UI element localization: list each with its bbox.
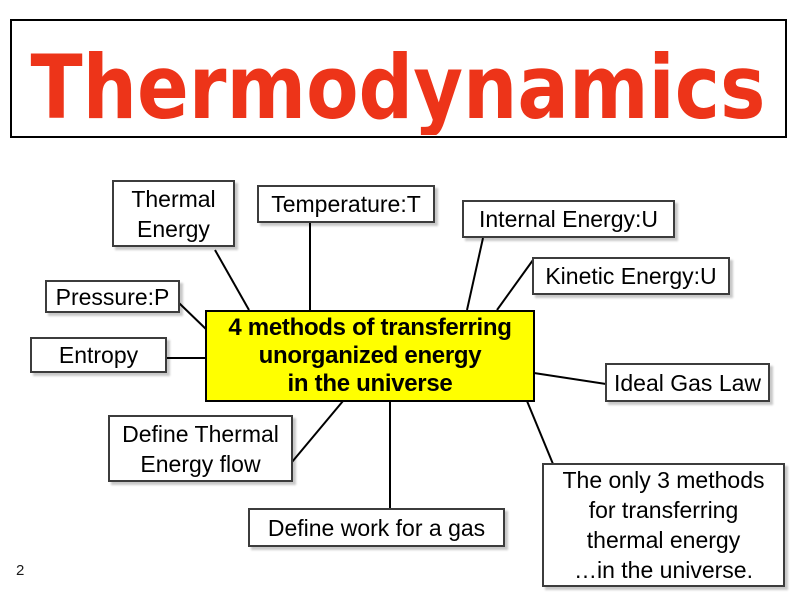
node-internal-energy-label: Internal Energy:U <box>479 206 658 232</box>
node-ideal-gas-law-label: Ideal Gas Law <box>613 369 762 396</box>
page-title: Thermodynamics <box>31 36 766 135</box>
connector-internal-energy <box>466 237 484 311</box>
title-banner: Thermodynamics <box>10 19 787 138</box>
connector-three-methods <box>526 400 554 465</box>
center-node: 4 methods of transferring unorganized en… <box>205 310 535 402</box>
node-ideal-gas-law: Ideal Gas Law <box>605 363 770 402</box>
node-define-work-for-a-gas: Define work for a gas <box>248 508 505 547</box>
node-define-thermal-energy-flow: Define Thermal Energy flow <box>108 415 293 482</box>
node-define-thermal-energy-flow-label: Define Thermal Energy flow <box>122 420 279 477</box>
center-node-label: 4 methods of transferring unorganized en… <box>228 314 512 397</box>
connector-kinetic-energy <box>496 259 534 311</box>
node-kinetic-energy: Kinetic Energy:U <box>532 257 730 295</box>
title-text-svg: Thermodynamics <box>31 36 766 135</box>
node-internal-energy: Internal Energy:U <box>462 200 675 238</box>
node-temperature: Temperature:T <box>257 185 435 223</box>
node-pressure-label: Pressure:P <box>55 283 170 310</box>
connector-thermal-energy <box>214 249 250 311</box>
connector-ideal-gas-law <box>533 372 607 385</box>
node-define-work-for-a-gas-label: Define work for a gas <box>267 514 486 541</box>
connector-define-thermal <box>291 400 344 463</box>
node-thermal-energy-label: Thermal Energy <box>131 185 216 242</box>
node-pressure: Pressure:P <box>45 280 180 313</box>
page-number: 2 <box>16 562 25 579</box>
node-kinetic-energy-label: Kinetic Energy:U <box>545 263 717 289</box>
node-temperature-label: Temperature:T <box>271 191 421 217</box>
node-entropy: Entropy <box>30 337 167 373</box>
node-entropy-label: Entropy <box>58 342 139 368</box>
connector-pressure <box>178 302 209 332</box>
node-three-methods-label: The only 3 methods for transferring ther… <box>562 467 765 583</box>
node-thermal-energy: Thermal Energy <box>112 180 235 247</box>
node-three-methods: The only 3 methods for transferring ther… <box>542 463 785 587</box>
